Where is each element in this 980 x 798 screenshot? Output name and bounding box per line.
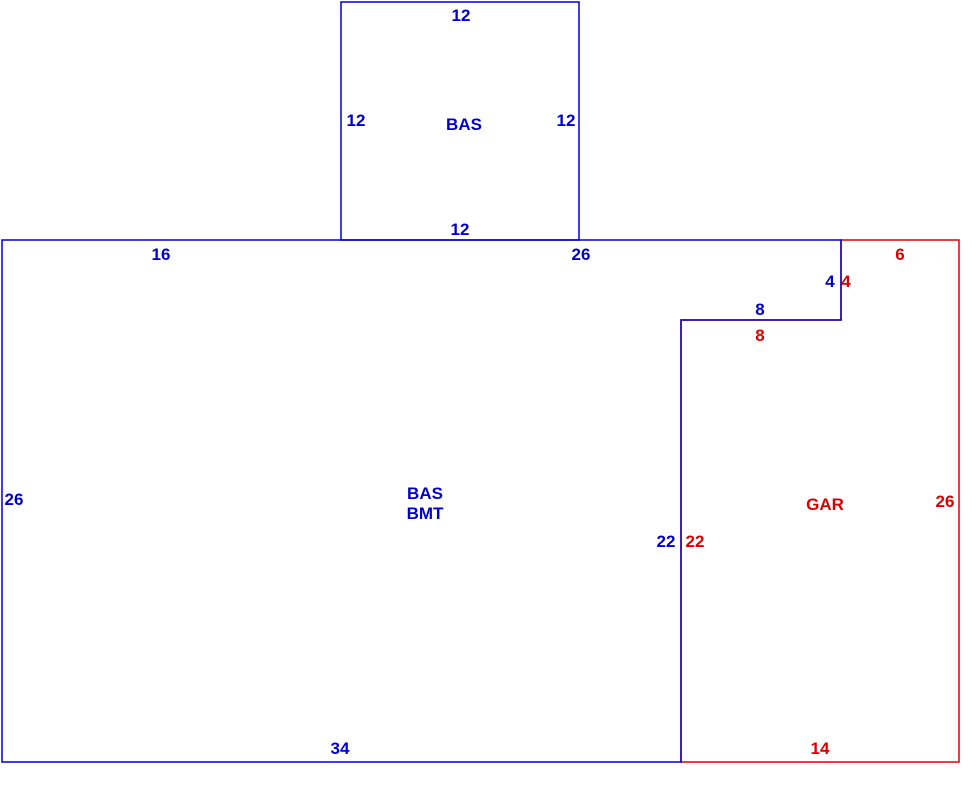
dim-bas-bmt-left: 26 <box>5 490 24 509</box>
area-label-bas-upper: BAS <box>446 115 482 134</box>
area-label-gar: GAR <box>806 495 844 514</box>
dim-bas-bmt-top-left: 16 <box>152 245 171 264</box>
dim-bas-bmt-bottom: 34 <box>331 739 350 758</box>
dim-bas-bmt-interior: 22 <box>657 532 676 551</box>
bas-upper-outline <box>340 1 580 241</box>
dim-gar-notch: 8 <box>755 326 764 345</box>
dim-bas-upper-right: 12 <box>557 111 576 130</box>
dim-bas-bmt-top-right: 26 <box>572 245 591 264</box>
area-label-bas-bmt-line2: BMT <box>407 504 444 523</box>
dim-bas-bmt-notch: 8 <box>755 300 764 319</box>
dim-bas-upper-top: 12 <box>452 6 471 25</box>
dim-bas-upper-bottom: 12 <box>451 220 470 239</box>
dim-bas-upper-left: 12 <box>347 111 366 130</box>
dim-gar-interior: 22 <box>686 532 705 551</box>
area-label-bas-bmt-line1: BAS <box>407 484 443 503</box>
dim-gar-right: 26 <box>936 492 955 511</box>
bas-bmt-outline <box>1 239 842 763</box>
dim-bas-bmt-right-step: 4 <box>825 272 835 291</box>
dim-gar-top: 6 <box>895 245 904 264</box>
dim-gar-bottom: 14 <box>811 739 830 758</box>
dim-gar-step: 4 <box>841 272 851 291</box>
